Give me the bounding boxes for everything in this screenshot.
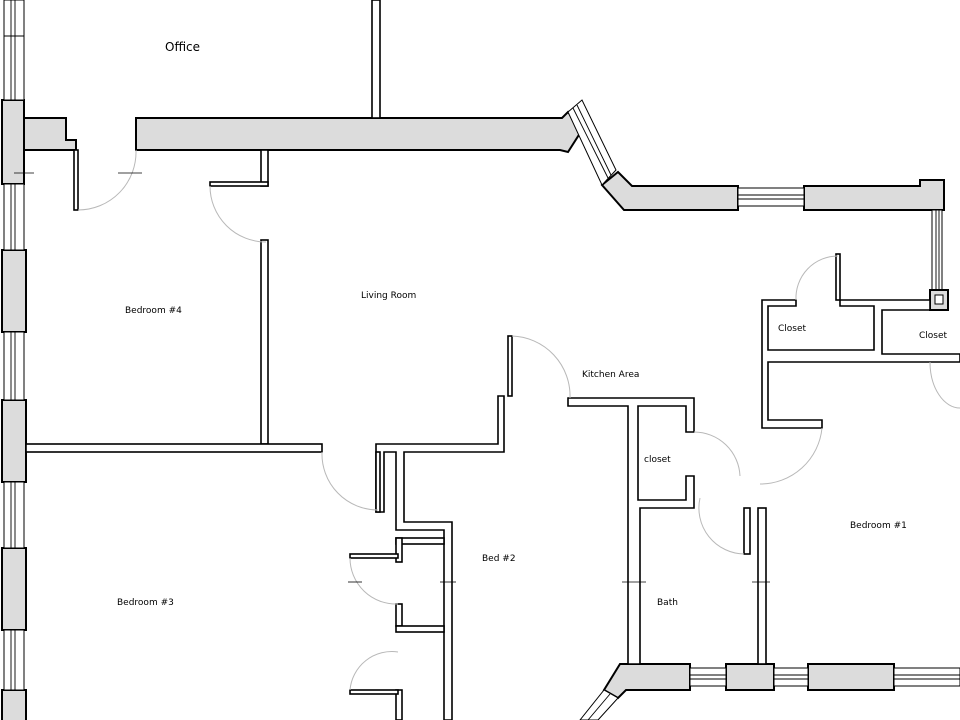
bed2-closet-wall <box>395 625 445 633</box>
bath-partition <box>743 507 751 555</box>
bedroom1-closet-wall <box>761 299 960 429</box>
window <box>689 667 727 687</box>
door-swing <box>693 431 741 477</box>
office-partition <box>371 0 381 119</box>
partition-stub <box>260 149 269 187</box>
window <box>893 667 960 687</box>
left-wall-pier <box>1 399 27 483</box>
main-top-wall <box>135 110 584 154</box>
left-exterior-wall <box>1 0 27 720</box>
left-wall-pier <box>1 99 25 185</box>
room-label-bedroom-1: Bedroom #1 <box>850 521 907 531</box>
room-label-bed-2: Bed #2 <box>482 554 516 564</box>
room-label-living-room: Living Room <box>361 291 416 301</box>
door-swing <box>321 451 379 511</box>
bed2-wall <box>375 395 505 720</box>
top-exterior-wall <box>23 99 949 311</box>
room-label-closet-b: Closet <box>919 331 948 341</box>
door-leaf <box>375 451 381 513</box>
bottom-exterior-wall <box>579 663 960 720</box>
angled-wall-pier <box>600 170 739 211</box>
window <box>3 0 25 101</box>
window <box>3 481 25 549</box>
door-swing <box>349 557 399 605</box>
office-wall-stub <box>23 117 77 151</box>
door-swing <box>209 185 267 243</box>
room-label-bedroom-3: Bedroom #3 <box>117 598 174 608</box>
window <box>579 689 619 720</box>
door-swing <box>795 255 839 301</box>
room-label-kitchen-area: Kitchen Area <box>582 370 639 380</box>
left-wall-pier <box>1 547 27 631</box>
bedroom1-west-wall <box>757 507 767 665</box>
window <box>3 183 25 251</box>
window <box>3 331 25 401</box>
room-label-office: Office <box>165 40 200 54</box>
window <box>737 187 805 207</box>
room-label-bedroom-4: Bedroom #4 <box>125 306 182 316</box>
window <box>773 667 809 687</box>
door-leaf <box>73 149 79 211</box>
door-leaf <box>349 689 399 695</box>
bed2-closet-wall <box>395 537 445 545</box>
kitchen-wall <box>567 397 695 665</box>
left-wall-pier <box>1 689 27 720</box>
door-leaf <box>349 553 399 559</box>
door-leaf <box>209 181 269 187</box>
door-swing <box>759 427 823 485</box>
bottom-angled-pier <box>602 663 691 700</box>
bedroom4-partition <box>260 239 269 445</box>
bed2-closet-wall <box>395 689 403 720</box>
right-top-wall <box>803 179 945 211</box>
interior-walls <box>25 0 960 720</box>
bed2-closet-wall <box>395 603 403 627</box>
bottom-pier <box>725 663 775 691</box>
door-swing <box>349 651 399 691</box>
door-swing <box>511 335 571 399</box>
room-label-closet-a: Closet <box>778 324 807 334</box>
doors <box>14 149 960 695</box>
door-swing <box>929 361 960 409</box>
column-core <box>934 294 944 305</box>
room-label-bath: Bath <box>657 598 678 608</box>
room-label-closet-small: closet <box>644 455 671 465</box>
door-swing <box>77 149 137 211</box>
window <box>567 99 617 186</box>
window <box>3 629 25 691</box>
door-leaf <box>835 253 841 301</box>
window <box>931 209 943 291</box>
bed2-closet-wall <box>395 537 403 563</box>
bottom-pier <box>807 663 895 691</box>
room-labels: Office Living Room Kitchen Area Bedroom … <box>117 40 948 608</box>
door-swing <box>698 497 745 555</box>
bedroom3-top-wall <box>25 443 323 453</box>
left-wall-pier <box>1 249 27 333</box>
door-leaf <box>507 335 513 397</box>
